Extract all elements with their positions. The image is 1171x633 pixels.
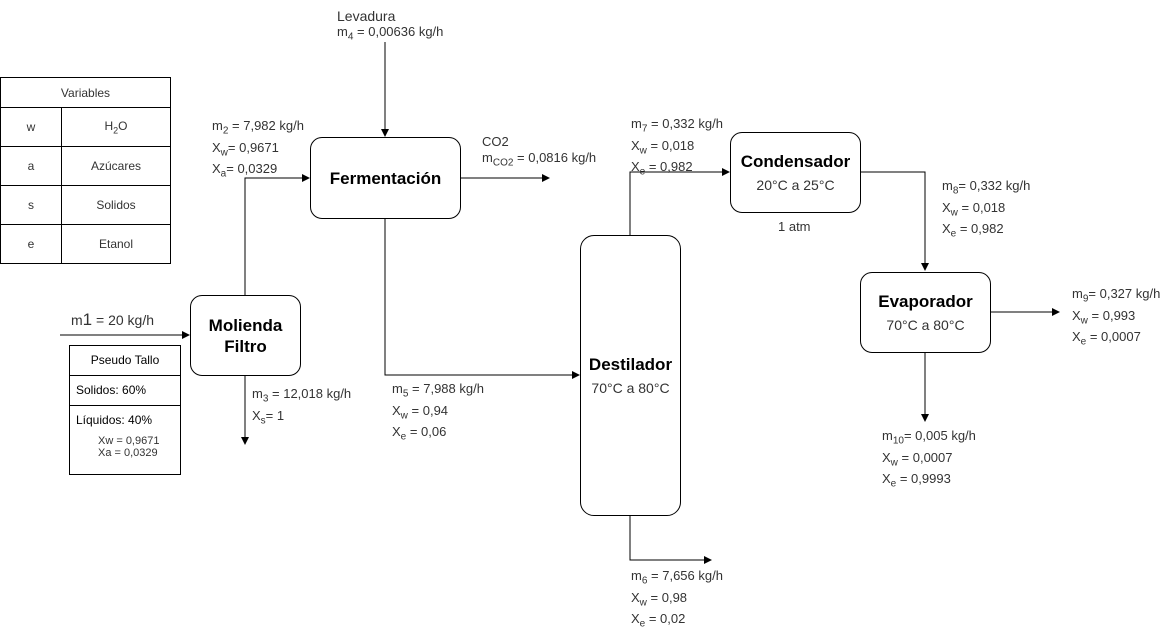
condensador-pressure: 1 atm <box>778 219 811 234</box>
molienda-title-line1: Molienda <box>208 315 283 335</box>
stream-m9-label: m9= 0,327 kg/h Xw = 0,993 Xe = 0,0007 <box>1072 286 1161 348</box>
destilador-temperature: 70°C a 80°C <box>591 380 670 396</box>
stream-m5-label: m5 = 7,988 kg/h Xw = 0,94 Xe = 0,06 <box>392 381 484 443</box>
variable-symbol: s <box>0 185 62 225</box>
stream-m8-arrow <box>861 171 929 271</box>
pseudo-tallo-box: Pseudo Tallo Solidos: 60% Líquidos: 40% … <box>69 345 181 475</box>
condensador-unit: Condensador 20°C a 25°C <box>730 132 861 213</box>
stream-m6-arrow <box>629 515 712 564</box>
variable-meaning: Etanol <box>61 224 171 264</box>
evaporador-unit: Evaporador 70°C a 80°C <box>860 272 991 353</box>
stream-m8-label: m8= 0,332 kg/h Xw = 0,018 Xe = 0,982 <box>942 178 1031 240</box>
pseudo-tallo-title: Pseudo Tallo <box>70 346 180 376</box>
table-row: e Etanol <box>0 224 171 264</box>
fermentacion-unit: Fermentación <box>310 137 461 219</box>
variable-meaning: H2O <box>61 107 171 147</box>
pseudo-tallo-liquidos-label: Líquidos: 40% <box>76 413 153 427</box>
table-row: s Solidos <box>0 185 171 225</box>
stream-m2-arrow <box>244 174 310 295</box>
destilador-unit: Destilador 70°C a 80°C <box>580 235 681 516</box>
variables-table: Variables w H2O a Azúcares s Solidos e E… <box>0 77 171 264</box>
pseudo-tallo-xw: Xw = 0,9671 <box>98 435 160 447</box>
stream-m7-label: m7 = 0,332 kg/h Xw = 0,018 Xe = 0,982 <box>631 116 723 178</box>
stream-m6-label: m6 = 7,656 kg/h Xw = 0,98 Xe = 0,02 <box>631 568 723 630</box>
table-row: w H2O <box>0 107 171 147</box>
evaporador-temperature: 70°C a 80°C <box>886 317 965 333</box>
stream-m2-label: m2 = 7,982 kg/h Xw= 0,9671 Xa= 0,0329 <box>212 118 304 180</box>
pseudo-tallo-liquidos: Líquidos: 40% Xw = 0,9671 Xa = 0,0329 <box>70 406 180 459</box>
variable-symbol: w <box>0 107 62 147</box>
fermentacion-title: Fermentación <box>329 168 442 188</box>
destilador-title: Destilador <box>588 355 673 374</box>
variable-meaning: Solidos <box>61 185 171 225</box>
pseudo-tallo-solidos: Solidos: 60% <box>70 376 180 406</box>
co2-title: CO2 <box>482 134 509 149</box>
stream-co2-label: CO2 mCO2 = 0,0816 kg/h <box>482 134 597 169</box>
variables-header: Variables <box>0 77 171 108</box>
variable-symbol: a <box>0 146 62 186</box>
table-row: a Azúcares <box>0 146 171 186</box>
pseudo-tallo-xa: Xa = 0,0329 <box>98 447 158 459</box>
variable-meaning: Azúcares <box>61 146 171 186</box>
evaporador-title: Evaporador <box>878 292 973 311</box>
stream-m1-label: m1 = 20 kg/h <box>71 310 155 329</box>
molienda-filtro-unit: Molienda Filtro <box>190 295 301 376</box>
stream-m4-label: Levadura m4 = 0,00636 kg/h <box>337 8 444 43</box>
stream-m7-arrow <box>629 168 730 236</box>
stream-m10-label: m10= 0,005 kg/h Xw = 0,0007 Xe = 0,9993 <box>882 428 976 490</box>
molienda-title-line2: Filtro <box>224 336 267 356</box>
variable-symbol: e <box>0 224 62 264</box>
levadura-title: Levadura <box>337 8 396 24</box>
stream-m3-label: m3 = 12,018 kg/h Xs= 1 <box>252 386 352 427</box>
condensador-title: Condensador <box>740 152 851 171</box>
stream-m5-arrow <box>384 219 580 379</box>
condensador-temperature: 20°C a 25°C <box>756 177 835 193</box>
